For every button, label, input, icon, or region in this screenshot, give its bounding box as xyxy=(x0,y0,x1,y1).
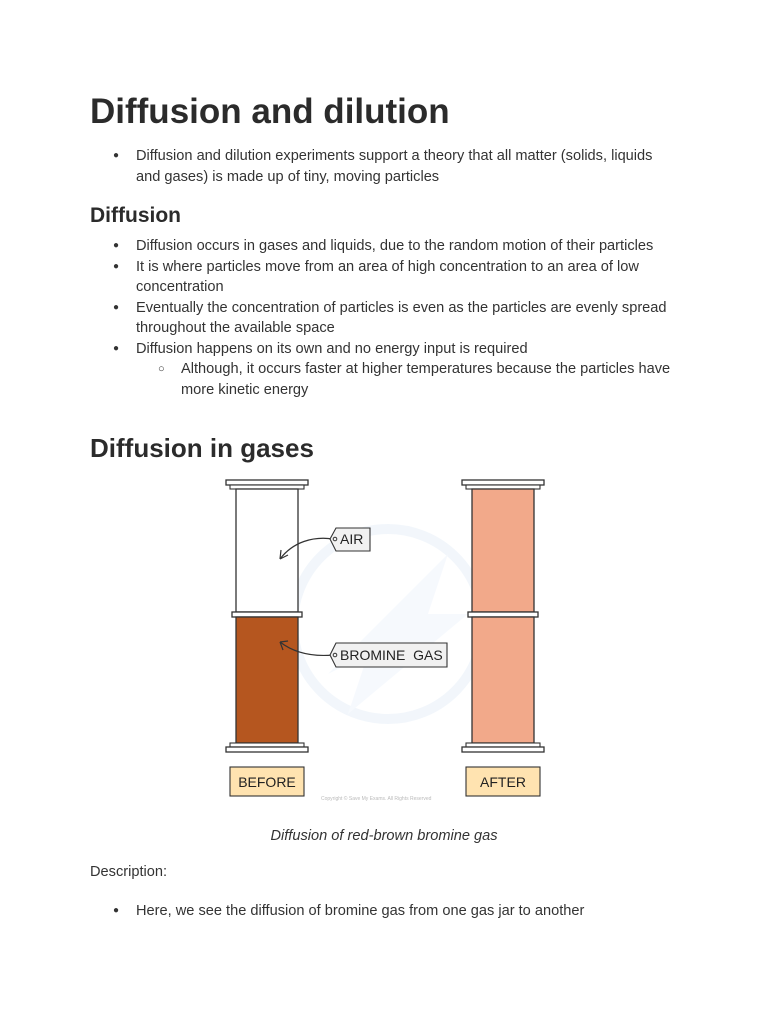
description-label: Description: xyxy=(90,864,168,880)
before-jars xyxy=(225,479,309,753)
gas-jars-diagram: AIR BROMINE GAS BEFORE AFTER Copyright ©… xyxy=(225,479,545,802)
diffusion-list: Diffusion occurs in gases and liquids, d… xyxy=(0,236,768,400)
sub-list-item: Although, it occurs faster at higher tem… xyxy=(0,359,676,400)
list-item: Diffusion and dilution experiments suppo… xyxy=(0,146,676,187)
air-label: AIR xyxy=(340,531,363,547)
watermark-logo xyxy=(288,524,488,724)
list-item: It is where particles move from an area … xyxy=(0,257,676,298)
after-jars xyxy=(461,479,545,753)
copyright-text: Copyright © Save My Exams. All Rights Re… xyxy=(321,795,432,802)
after-top-jar xyxy=(471,488,535,613)
after-bottom-jar xyxy=(471,616,535,744)
diffusion-figure: AIR BROMINE GAS BEFORE AFTER Copyright ©… xyxy=(218,474,558,809)
list-item: Diffusion occurs in gases and liquids, d… xyxy=(0,236,676,257)
before-tag xyxy=(229,766,305,797)
after-label: AFTER xyxy=(480,774,526,790)
bromine-tag: BROMINE GAS xyxy=(279,640,448,668)
page-title: Diffusion and dilution xyxy=(90,92,450,131)
before-label: BEFORE xyxy=(238,774,296,790)
list-item: Eventually the concentration of particle… xyxy=(0,298,676,339)
intro-list: Diffusion and dilution experiments suppo… xyxy=(0,146,768,187)
bromine-jar xyxy=(235,616,299,744)
bromine-label: BROMINE GAS xyxy=(340,647,443,663)
diffusion-heading: Diffusion xyxy=(90,204,181,227)
list-item: Here, we see the diffusion of bromine ga… xyxy=(0,901,676,922)
figure-caption: Diffusion of red-brown bromine gas xyxy=(270,828,498,844)
base-plate xyxy=(225,746,309,753)
list-item: Diffusion happens on its own and no ener… xyxy=(0,339,676,360)
after-tag xyxy=(465,766,541,797)
air-tag: AIR xyxy=(279,527,371,560)
top-lid xyxy=(225,479,309,486)
gases-heading: Diffusion in gases xyxy=(90,433,314,463)
description-list: Here, we see the diffusion of bromine ga… xyxy=(0,901,768,922)
